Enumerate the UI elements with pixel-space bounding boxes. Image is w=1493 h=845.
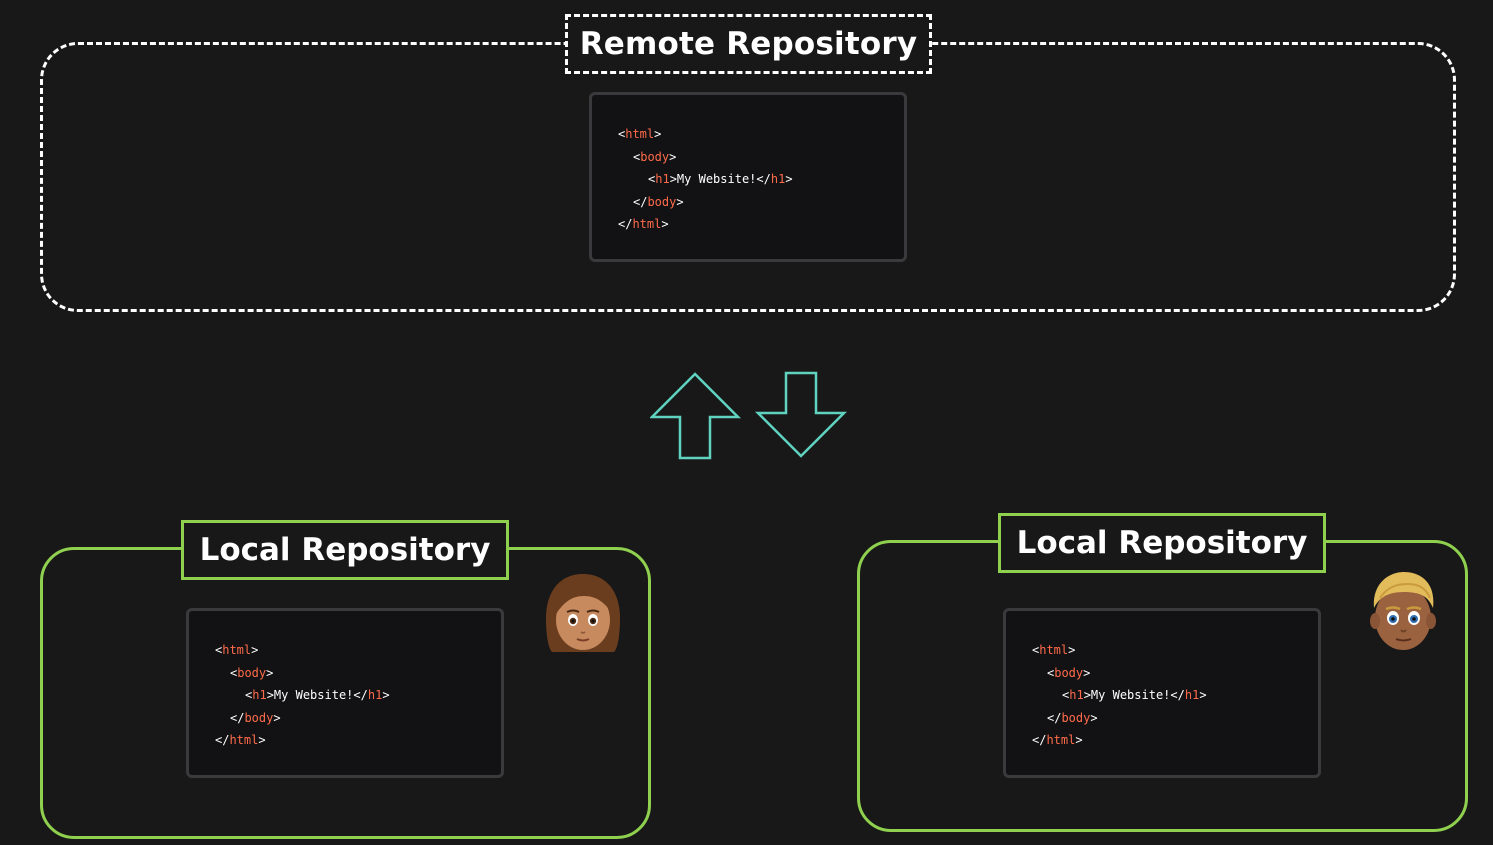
code-tag-name: body <box>647 194 677 209</box>
code-bracket: > <box>273 710 281 725</box>
code-bracket: < <box>1047 665 1055 680</box>
code-bracket: > <box>1068 643 1076 657</box>
code-bracket: > <box>676 194 684 209</box>
local-repository-left-title: Local Repository <box>181 520 509 580</box>
code-text: My Website! <box>1090 688 1171 702</box>
code-bracket: </ <box>1170 688 1185 702</box>
code-bracket: < <box>1032 643 1040 657</box>
code-line: <body> <box>215 662 501 685</box>
code-bracket: > <box>1090 710 1098 725</box>
arrow-up-icon <box>650 372 742 460</box>
sync-arrows <box>650 371 848 460</box>
code-tag-name: h1 <box>1184 688 1200 702</box>
code-tag-name: html <box>625 127 655 141</box>
code-tag-name: h1 <box>655 172 670 186</box>
code-bracket: > <box>258 733 266 747</box>
arrow-down-icon <box>754 371 848 458</box>
man-emoji-icon <box>1370 572 1436 650</box>
code-line: <html> <box>215 639 501 662</box>
code-bracket: < <box>215 643 223 657</box>
code-tag-name: h1 <box>367 688 383 702</box>
code-line: <h1>My Website!</h1> <box>215 684 501 707</box>
code-bracket: > <box>382 688 390 702</box>
code-line: <h1>My Website!</h1> <box>618 168 904 191</box>
code-line: <body> <box>618 146 904 169</box>
local-left-code-box: <html><body><h1>My Website!</h1></body><… <box>186 608 504 778</box>
code-bracket: > <box>654 127 662 141</box>
code-tag-name: html <box>222 643 252 657</box>
code-line: <body> <box>1032 662 1318 685</box>
code-line: </html> <box>215 729 501 752</box>
code-line: <h1>My Website!</h1> <box>1032 684 1318 707</box>
code-bracket: < <box>1062 688 1070 702</box>
code-bracket: < <box>618 127 626 141</box>
code-bracket: > <box>661 217 669 231</box>
code-tag-name: body <box>1054 665 1084 680</box>
local-right-code-box: <html><body><h1>My Website!</h1></body><… <box>1003 608 1321 778</box>
code-tag-name: html <box>632 217 662 231</box>
code-bracket: > <box>251 643 259 657</box>
code-text: My Website! <box>273 688 354 702</box>
code-bracket: > <box>266 665 274 680</box>
code-bracket: </ <box>618 217 633 231</box>
code-bracket: < <box>648 172 656 186</box>
code-line: </html> <box>618 213 904 236</box>
code-bracket: > <box>1199 688 1207 702</box>
code-line: </body> <box>1032 707 1318 730</box>
woman-emoji-icon <box>546 574 620 652</box>
code-bracket: </ <box>1032 733 1047 747</box>
code-line: </html> <box>1032 729 1318 752</box>
code-line: </body> <box>215 707 501 730</box>
code-line: <html> <box>1032 639 1318 662</box>
code-tag-name: html <box>1039 643 1069 657</box>
code-bracket: > <box>1083 688 1091 702</box>
code-tag-name: h1 <box>252 688 267 702</box>
code-bracket: > <box>266 688 274 702</box>
code-bracket: </ <box>353 688 368 702</box>
code-bracket: > <box>1083 665 1091 680</box>
code-tag-name: body <box>237 665 267 680</box>
code-tag-name: body <box>244 710 274 725</box>
code-tag-name: h1 <box>770 172 786 186</box>
code-tag-name: body <box>640 149 670 164</box>
remote-code-box: <html><body><h1>My Website!</h1></body><… <box>589 92 907 262</box>
code-tag-name: h1 <box>1069 688 1084 702</box>
code-line: </body> <box>618 191 904 214</box>
code-tag-name: html <box>1046 733 1076 747</box>
code-bracket: </ <box>756 172 771 186</box>
code-line: <html> <box>618 123 904 146</box>
code-bracket: </ <box>633 194 648 209</box>
code-bracket: < <box>633 149 641 164</box>
code-bracket: > <box>1075 733 1083 747</box>
code-bracket: > <box>669 149 677 164</box>
local-repository-right-title: Local Repository <box>998 513 1326 573</box>
code-tag-name: html <box>229 733 259 747</box>
code-bracket: < <box>245 688 253 702</box>
code-bracket: < <box>230 665 238 680</box>
code-bracket: > <box>669 172 677 186</box>
code-bracket: </ <box>1047 710 1062 725</box>
code-tag-name: body <box>1061 710 1091 725</box>
code-text: My Website! <box>676 172 757 186</box>
code-bracket: </ <box>230 710 245 725</box>
code-bracket: </ <box>215 733 230 747</box>
code-bracket: > <box>785 172 793 186</box>
remote-repository-title: Remote Repository <box>565 14 932 74</box>
